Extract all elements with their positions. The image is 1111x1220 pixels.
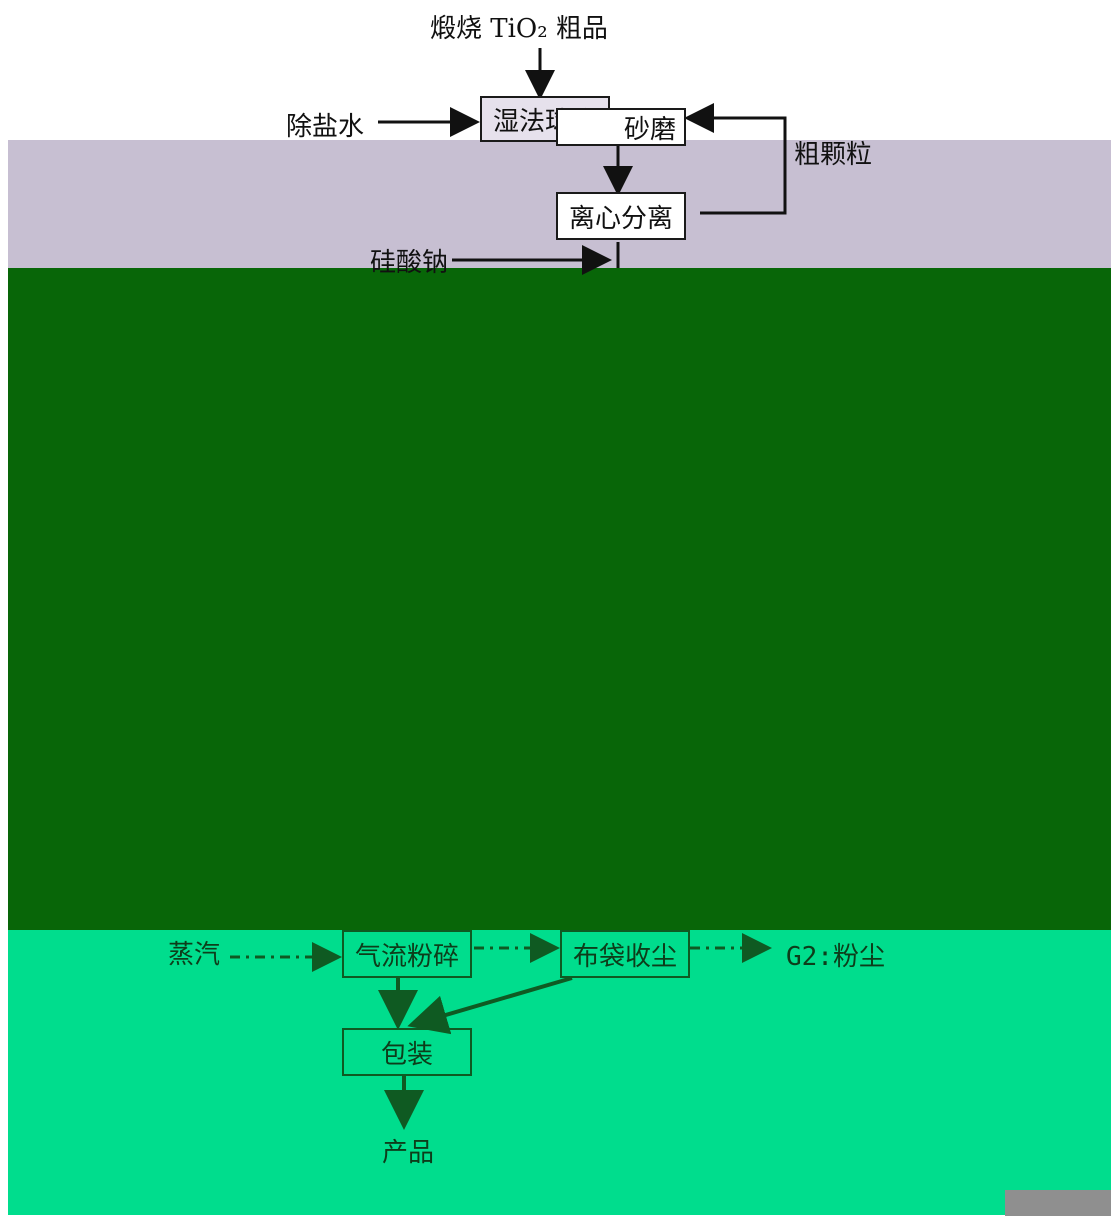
input-label: 煅烧 TiO₂ 粗品: [430, 8, 608, 45]
jet-mill-box: 气流粉碎: [342, 930, 472, 978]
steam-label: 蒸汽: [168, 934, 220, 971]
coarse-label: 粗颗粒: [794, 134, 872, 171]
jet-mill-label: 气流粉碎: [355, 936, 459, 973]
sand-mill-box: 砂磨: [556, 108, 686, 146]
sand-mill-label: 砂磨: [624, 109, 676, 146]
centrifuge-box: 离心分离: [556, 192, 686, 240]
packing-label: 包装: [381, 1034, 433, 1071]
packing-box: 包装: [342, 1028, 472, 1076]
water-label: 除盐水: [286, 106, 364, 143]
dust-label: G2:粉尘: [786, 936, 885, 973]
bag-filter-box: 布袋收尘: [560, 930, 690, 978]
bag-filter-label: 布袋收尘: [573, 936, 677, 973]
product-label: 产品: [382, 1132, 434, 1169]
arrow-bag-to-pack: [415, 978, 572, 1024]
coarse-return-loop: [690, 118, 785, 213]
silicate-label: 硅酸钠: [370, 242, 448, 279]
centrifuge-label: 离心分离: [569, 198, 673, 235]
